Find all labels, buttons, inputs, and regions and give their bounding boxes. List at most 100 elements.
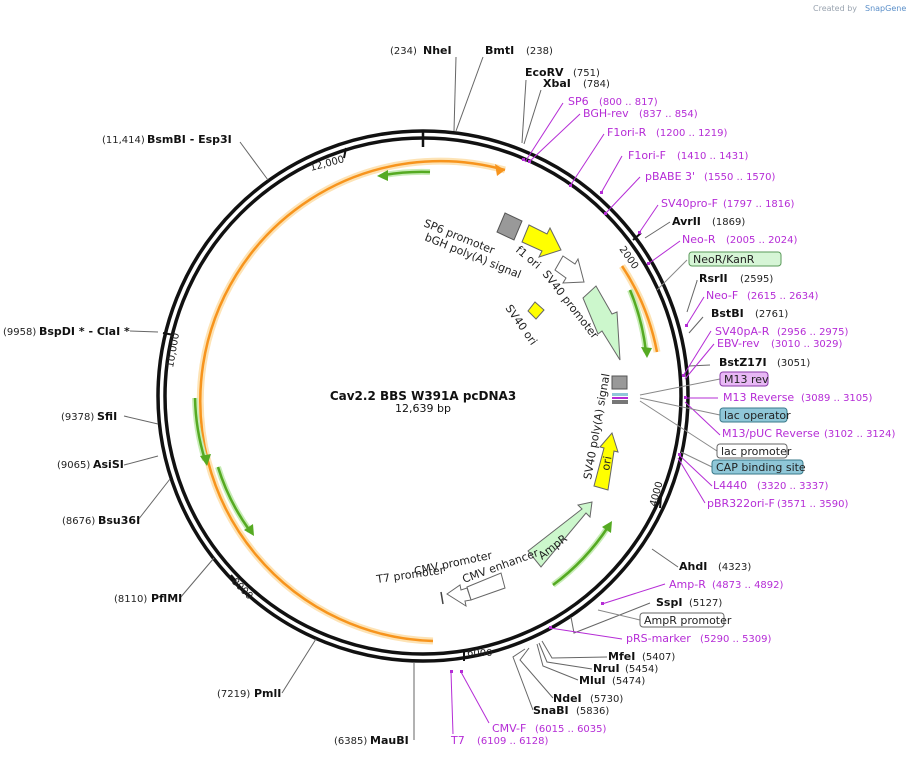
site-pos-ahdi: (4323): [718, 562, 751, 573]
site-pos-pflmi: (8110): [114, 594, 147, 605]
site-name-bsmbi: BsmBI - Esp3I: [147, 133, 232, 146]
box-label-lac-promoter: lac promoter: [721, 445, 792, 458]
site-name-bstz17i: BstZ17I: [719, 356, 767, 369]
primer-name-cmv-f: CMV-F: [492, 722, 526, 735]
primer-name-t7: T7: [450, 734, 465, 747]
map-title: Cav2.2 BBS W391A pcDNA3: [330, 389, 516, 403]
ampr-shape: [527, 501, 593, 568]
primer-name-sv40pro-f: SV40pro-F: [661, 197, 718, 210]
primer-pos-sv40pro-f: (1797 .. 1816): [723, 199, 795, 210]
site-pos-ndei: (5730): [590, 694, 623, 705]
site-pos-bspdi: (9958): [3, 327, 36, 338]
orf-arrowhead-right: [641, 347, 652, 358]
primer-pos-f1ori-r: (1200 .. 1219): [656, 128, 728, 139]
cmv-promoter-shape: [446, 584, 472, 608]
box-lac-promoter: [716, 443, 788, 459]
site-name-nrui: NruI: [593, 662, 620, 675]
bgh-polya-shape: [521, 224, 562, 258]
sv40-promoter-shape: [582, 285, 621, 361]
site-name-mlui: MluI: [579, 674, 606, 687]
primer-marks: [450, 158, 688, 673]
site-pos-xbai: (784): [583, 79, 610, 90]
site-name-pflmi: PflMI: [151, 592, 182, 605]
site-name-bsu36i: Bsu36I: [98, 514, 140, 527]
lac-promoter-mark: [612, 400, 628, 404]
site-name-nhei: NheI: [423, 44, 452, 57]
primer-pos-neo-f: (2615 .. 2634): [747, 291, 819, 302]
orf-arrow-bottom: [552, 526, 610, 587]
tick-label-6000: 6000: [467, 648, 492, 659]
primer-name-prs-marker: pRS-marker: [626, 632, 691, 645]
site-name-sfii: SfiI: [97, 410, 117, 423]
site-pos-sfii: (9378): [61, 412, 94, 423]
orf-arrowhead-left-a: [200, 454, 211, 466]
t7-promoter-mark: [440, 591, 444, 605]
box-m13-rev: [719, 371, 769, 387]
site-pos-rsrii: (2595): [740, 274, 773, 285]
primer-leaders: [450, 102, 721, 735]
primer-pos-l4440: (3320 .. 3337): [757, 481, 829, 492]
primer-name-f1ori-f: F1ori-F: [628, 149, 666, 162]
box-neokanr: [688, 251, 782, 267]
credit-prefix: Created by: [813, 4, 857, 13]
site-pos-mfei: (5407): [642, 652, 675, 663]
box-label-cap-binding-site: CAP binding site: [716, 461, 806, 474]
primer-pos-bgh-rev: (837 .. 854): [639, 109, 698, 120]
m13-mark: [612, 397, 628, 399]
primer-name-bgh-rev: BGH-rev: [583, 107, 629, 120]
site-name-ahdi: AhdI: [679, 560, 707, 573]
feature-label-ori: ori: [599, 455, 614, 471]
site-name-bmti: BmtI: [485, 44, 514, 57]
site-pos-bstz17i: (3051): [777, 358, 810, 369]
site-pos-ecorv: (751): [573, 68, 600, 79]
sv40-ori-shape: [527, 301, 545, 320]
primer-name-ebv-rev: EBV-rev: [717, 337, 760, 350]
sp6-promoter-shape: [496, 212, 523, 241]
box-label-ampr-promoter: AmpR promoter: [644, 614, 732, 627]
primer-name-neo-f: Neo-F: [706, 289, 738, 302]
primer-pos-f1ori-f: (1410 .. 1431): [677, 151, 749, 162]
ori-shape: [593, 431, 619, 491]
primer-name-sp6: SP6: [568, 95, 589, 108]
box-label-m13-rev: M13 rev: [724, 373, 769, 386]
tick-label-10000: 10,000: [165, 332, 182, 368]
orf-arrowhead-large: [495, 164, 505, 176]
site-pos-nrui: (5454): [625, 664, 658, 675]
orf-arrowhead-left-b: [244, 524, 254, 536]
primer-name-sv40pa-r: SV40pA-R: [715, 325, 770, 338]
box-leaders: [597, 259, 721, 621]
box-cap-binding-site: [711, 459, 804, 475]
orf-arc-large: [199, 159, 506, 643]
site-pos-asisi: (9065): [57, 460, 90, 471]
site-name-ecorv: EcoRV: [525, 66, 564, 79]
primer-name-m13-reverse: M13 Reverse: [723, 391, 794, 404]
primer-name-amp-r: Amp-R: [669, 578, 706, 591]
enzyme-leaders: [123, 56, 711, 740]
site-name-mfei: MfeI: [608, 650, 635, 663]
primer-pos-ebv-rev: (3010 .. 3029): [771, 339, 843, 350]
neo-orf-arc: [620, 265, 659, 353]
tick-8000: [230, 574, 237, 582]
tick-12000: [343, 147, 347, 159]
orf-arrowhead-bottom: [602, 521, 612, 533]
lac-operator-mark: [612, 393, 628, 396]
tick-2000: [632, 232, 642, 241]
primer-name-m13puc-reverse: M13/pUC Reverse: [722, 427, 820, 440]
primer-name-neo-r: Neo-R: [682, 233, 716, 246]
site-name-bstbi: BstBI: [711, 307, 744, 320]
box-lac-operator: [719, 407, 788, 423]
site-name-sspi: SspI: [656, 596, 682, 609]
site-pos-bmti: (238): [526, 46, 553, 57]
primer-pos-sp6: (800 .. 817): [599, 97, 658, 108]
site-name-maubi: MauBI: [370, 734, 409, 747]
site-pos-bstbi: (2761): [755, 309, 788, 320]
primer-name-l4440: L4440: [713, 479, 747, 492]
primer-pos-t7: (6109 .. 6128): [477, 736, 549, 747]
site-pos-avrii: (1869): [712, 217, 745, 228]
site-name-rsrii: RsrII: [699, 272, 728, 285]
primer-pos-prs-marker: (5290 .. 5309): [700, 634, 772, 645]
tick-10000: [162, 332, 175, 336]
map-size: 12,639 bp: [395, 402, 451, 415]
primer-pos-cmv-f: (6015 .. 6035): [535, 724, 607, 735]
